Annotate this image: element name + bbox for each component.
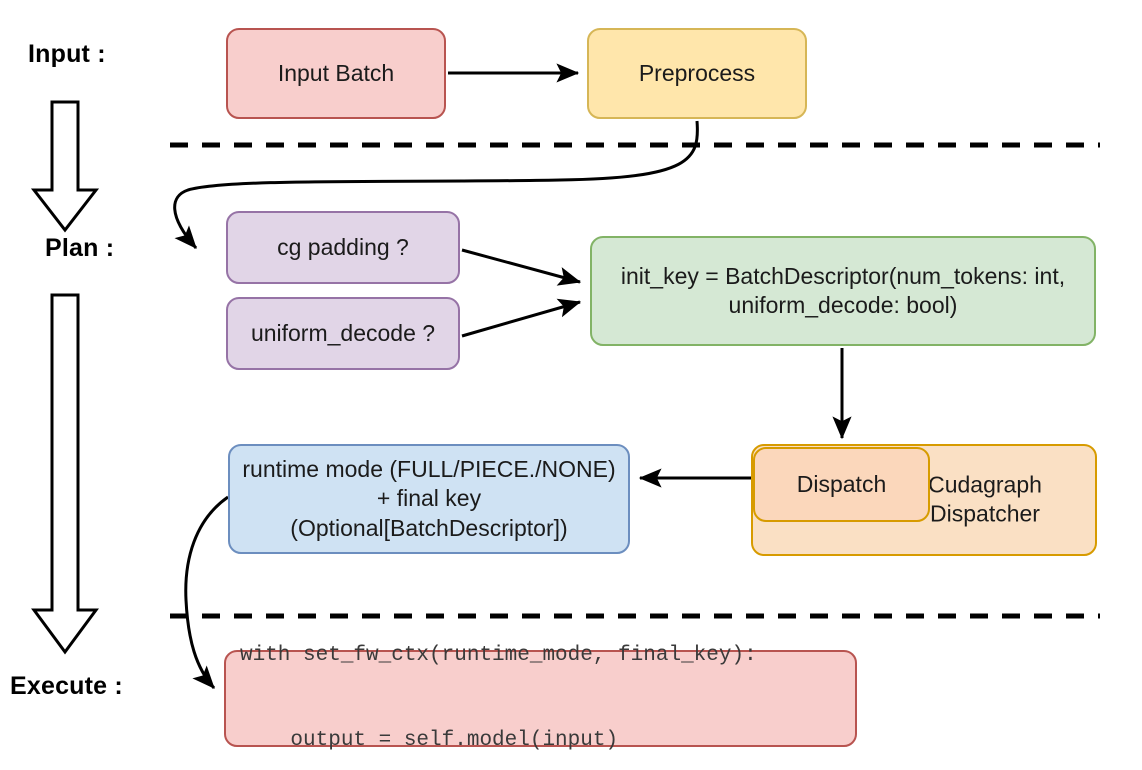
node-preprocess[interactable]: Preprocess [587,28,807,119]
node-input-batch[interactable]: Input Batch [226,28,446,119]
input-to-plan-arrow [30,100,100,233]
node-runtime-mode-line-2: + final key (Optional[BatchDescriptor]) [290,485,568,541]
node-dispatch[interactable]: Dispatch [753,447,930,522]
stage-label-execute: Execute : [10,672,123,700]
node-uniform-decode-label: uniform_decode ? [250,319,436,346]
plan-to-execute-arrow [31,293,99,655]
node-init-key-line-1: init_key = BatchDescriptor(num_tokens: i… [620,262,1066,289]
edge-uniform-decode-to-init-key [461,298,582,338]
node-execute-code-text: with set_fw_ctx(runtime_mode, final_key)… [240,585,757,770]
node-init-key[interactable]: init_key = BatchDescriptor(num_tokens: i… [590,236,1096,346]
node-runtime-mode-line-1: runtime mode (FULL/PIECE./NONE) [242,455,616,482]
node-uniform-decode[interactable]: uniform_decode ? [226,297,460,370]
node-execute-code-line-2: output = self.model(input) [240,728,619,752]
node-cudagraph-dispatcher-label: Cudagraph Dispatcher [928,471,1042,527]
node-cg-padding[interactable]: cg padding ? [226,211,460,284]
node-cg-padding-label: cg padding ? [277,233,409,260]
stage-label-input: Input : [28,40,106,68]
edge-cg-padding-to-init-key [461,248,582,286]
node-preprocess-label: Preprocess [638,59,756,86]
node-init-key-line-2: uniform_decode: bool) [728,292,958,318]
node-input-batch-label: Input Batch [277,59,395,86]
node-dispatch-label: Dispatch [796,470,887,497]
node-execute-code-line-1: with set_fw_ctx(runtime_mode, final_key)… [240,643,757,667]
node-runtime-mode[interactable]: runtime mode (FULL/PIECE./NONE) + final … [228,444,630,554]
stage-label-plan: Plan : [45,234,115,262]
node-runtime-mode-text: runtime mode (FULL/PIECE./NONE) + final … [238,455,620,543]
node-init-key-text: init_key = BatchDescriptor(num_tokens: i… [621,262,1065,321]
edge-runtime-mode-to-execute-code [184,495,229,690]
node-execute-code[interactable]: with set_fw_ctx(runtime_mode, final_key)… [224,644,857,752]
